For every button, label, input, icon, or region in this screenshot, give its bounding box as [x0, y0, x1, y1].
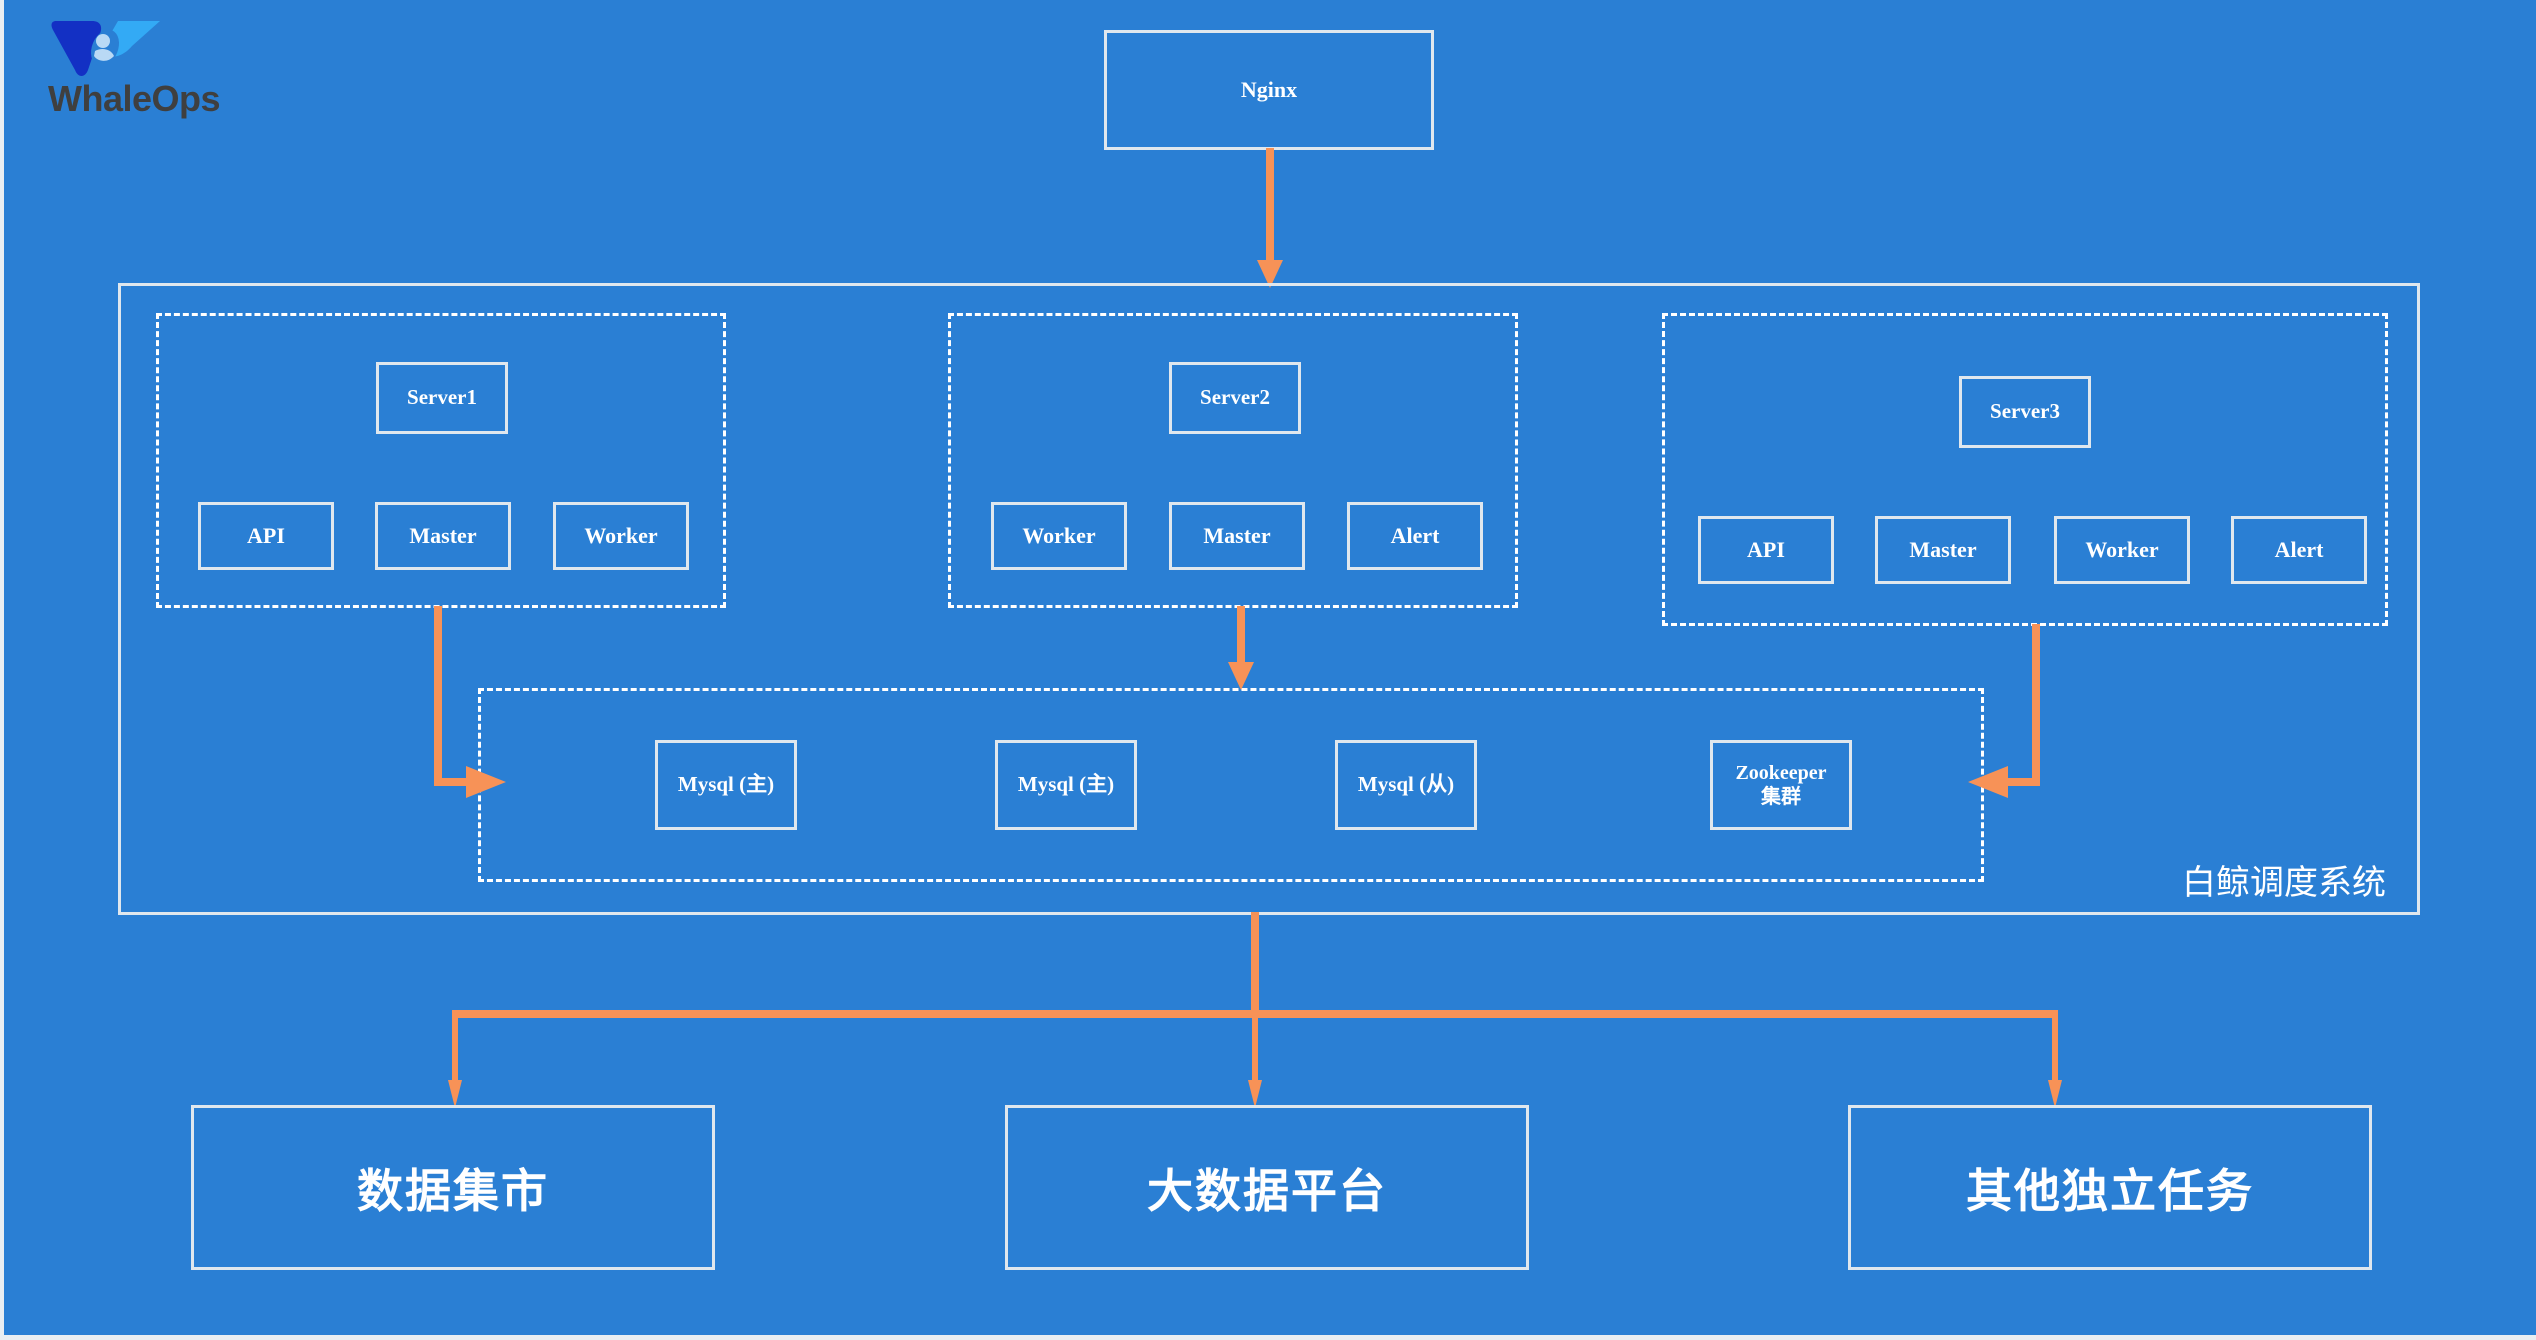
node-server1[interactable]: Server1 [376, 362, 508, 434]
node-server1-worker-label: Worker [584, 522, 658, 548]
node-server2-worker[interactable]: Worker [991, 502, 1127, 570]
node-server2-master[interactable]: Master [1169, 502, 1305, 570]
node-server1-label: Server1 [407, 385, 477, 410]
connector-server1-to-storage [434, 606, 524, 798]
canvas-left-edge [0, 0, 4, 1340]
connector-server2-to-storage [1226, 606, 1256, 692]
node-server3-master[interactable]: Master [1875, 516, 2011, 584]
node-server2-alert[interactable]: Alert [1347, 502, 1483, 570]
sink-bigdata-platform[interactable]: 大数据平台 [1005, 1105, 1529, 1270]
system-label: 白鲸调度系统 [2182, 864, 2386, 902]
node-server3-api[interactable]: API [1698, 516, 1834, 584]
node-mysql-master-1-label: Mysql (主) [677, 772, 775, 797]
node-server1-worker[interactable]: Worker [553, 502, 689, 570]
sink-bigdata-platform-label: 大数据平台 [1147, 1164, 1387, 1217]
node-mysql-master-2[interactable]: Mysql (主) [995, 740, 1137, 830]
sink-data-mart-label: 数据集市 [357, 1164, 549, 1217]
sink-other-tasks[interactable]: 其他独立任务 [1848, 1105, 2372, 1270]
sink-other-tasks-label: 其他独立任务 [1966, 1164, 2254, 1217]
server-group-3 [1662, 313, 2388, 626]
node-server3[interactable]: Server3 [1959, 376, 2091, 448]
node-server3-alert[interactable]: Alert [2231, 516, 2367, 584]
node-nginx[interactable]: Nginx [1104, 30, 1434, 150]
canvas-bottom-edge [0, 1335, 2536, 1340]
node-zookeeper-label-line2: 集群 [1761, 786, 1801, 808]
node-mysql-slave[interactable]: Mysql (从) [1335, 740, 1477, 830]
logo-wordmark: WhaleOps [48, 78, 221, 119]
node-server1-api[interactable]: API [198, 502, 334, 570]
node-server2-label: Server2 [1200, 385, 1270, 410]
node-server3-master-label: Master [1909, 536, 1977, 562]
connector-nginx-to-system [1255, 148, 1285, 290]
node-mysql-master-1[interactable]: Mysql (主) [655, 740, 797, 830]
node-server2-alert-label: Alert [1390, 522, 1440, 548]
node-server3-alert-label: Alert [2274, 536, 2324, 562]
node-mysql-master-2-label: Mysql (主) [1017, 772, 1115, 797]
node-server1-api-label: API [247, 522, 285, 548]
node-server2-worker-label: Worker [1022, 522, 1096, 548]
server-group-2 [948, 313, 1518, 608]
connector-server3-to-storage [1950, 624, 2040, 804]
node-server1-master[interactable]: Master [375, 502, 511, 570]
node-mysql-slave-label: Mysql (从) [1357, 772, 1455, 797]
connector-system-to-sinks [440, 912, 2120, 1112]
node-zookeeper-label-line1: Zookeeper [1735, 762, 1827, 784]
whaleops-logo: WhaleOps [48, 18, 278, 119]
node-server2[interactable]: Server2 [1169, 362, 1301, 434]
node-nginx-label: Nginx [1240, 76, 1298, 102]
node-server3-label: Server3 [1990, 399, 2060, 424]
node-server2-master-label: Master [1203, 522, 1271, 548]
node-server3-api-label: API [1747, 536, 1785, 562]
node-server3-worker[interactable]: Worker [2054, 516, 2190, 584]
system-container [118, 283, 2420, 915]
node-server3-worker-label: Worker [2085, 536, 2159, 562]
whale-tail-logo-icon [51, 21, 160, 76]
sink-data-mart[interactable]: 数据集市 [191, 1105, 715, 1270]
node-server1-master-label: Master [409, 522, 477, 548]
node-zookeeper-cluster[interactable]: Zookeeper 集群 [1710, 740, 1852, 830]
